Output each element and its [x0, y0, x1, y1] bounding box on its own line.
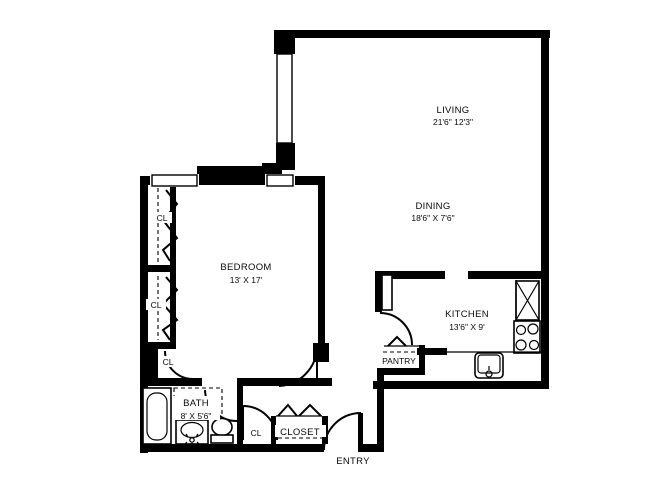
wall-bedroom-right [318, 183, 325, 345]
kitchen-door-arc [379, 312, 413, 346]
kitchen-sink-icon [474, 352, 504, 379]
dining-room-label: DINING 18'6" X 7'6" [404, 199, 462, 223]
wall-living-right [541, 30, 549, 279]
refrigerator-icon [515, 280, 540, 321]
kitchen-label: KITCHEN 13'6" X 9' [435, 307, 499, 332]
cl-label-2: CL [146, 299, 166, 310]
wall-living-top [274, 30, 550, 38]
kitchen-name: KITCHEN [445, 309, 489, 320]
wall-pantry-right [419, 345, 425, 375]
bedroom-window2-icon [266, 174, 294, 187]
kitchen-counter [447, 280, 541, 353]
entry-door-leaf [358, 413, 363, 452]
wall-hall-right [377, 368, 384, 452]
bedroom-label: BEDROOM 13' X 17' [216, 260, 276, 285]
cl-label-4: CL [246, 427, 266, 438]
dining-room-dims: 18'6" X 7'6" [411, 213, 454, 223]
entry-door-arc [323, 412, 362, 451]
wall-bedroom-bottom-right [237, 378, 332, 386]
entry-label: ENTRY [335, 454, 372, 467]
living-window-icon [276, 53, 293, 144]
wall-bottom-left [140, 444, 324, 452]
fixtures [142, 274, 541, 445]
cl-label-3: CL [158, 356, 178, 367]
cl2-rod-zigzag-icon [161, 276, 179, 341]
living-room-dims: 21'6" 12'3" [433, 117, 473, 127]
wall-pantry-bottom [377, 368, 425, 375]
kitchen-dims: 13'6" X 9' [449, 322, 485, 332]
entry-name: ENTRY [336, 456, 370, 467]
living-room-label: LIVING 21'6" 12'3" [424, 103, 482, 127]
wall-bedroom-bottom-left [140, 378, 202, 386]
wall-cl3-block [142, 349, 158, 378]
bath-dims: 8' X 5'6" [181, 411, 212, 421]
cl-label-1: CL [152, 212, 172, 223]
closet-bifold-door-icon-1 [277, 403, 298, 417]
stove-icon [513, 320, 541, 354]
kitchen-tall-cabinet [381, 274, 393, 311]
wall-left-outer [140, 176, 148, 453]
cl4-name: CL [251, 428, 262, 438]
wall-living-left-upper [274, 30, 295, 56]
wall-bedroom-top-thick [197, 166, 267, 185]
bathtub-icon [142, 387, 172, 445]
wall-kitchen-right [541, 271, 549, 389]
dining-room-name: DINING [415, 201, 450, 212]
cl3-door-arc [164, 350, 194, 380]
bedroom-window1-icon [151, 174, 198, 187]
vanity-sink-icon [175, 419, 209, 445]
wall-cl-right [271, 416, 276, 444]
bath-label: BATH 8' X 5'6" [172, 396, 220, 421]
pantry-label: PANTRY [381, 355, 418, 366]
cl3-name: CL [163, 357, 174, 367]
closet-bifold-door-icon-2 [298, 403, 322, 417]
wall-closet-divider-2 [140, 342, 176, 349]
room-labels: LIVING 21'6" 12'3" DINING 18'6" X 7'6" B… [146, 103, 499, 467]
wall-bath-divider [237, 386, 243, 444]
wall-kitchen-top [375, 271, 445, 279]
wall-kitchen-left [375, 271, 382, 312]
wall-counter-stub [417, 348, 447, 355]
wall-dining-bottom [468, 271, 549, 279]
cl1-name: CL [157, 213, 168, 223]
walls [140, 30, 550, 453]
wall-bottom-right-stub [362, 444, 384, 452]
living-room-name: LIVING [437, 105, 470, 116]
wall-kitchen-bottom [373, 381, 549, 389]
pantry-bifold-door-icon [387, 335, 407, 347]
bedroom-dims: 13' X 17' [230, 275, 263, 285]
bath-name: BATH [183, 398, 209, 409]
bedroom-name: BEDROOM [220, 262, 271, 273]
pantry-name: PANTRY [382, 356, 416, 366]
closet-label: CLOSET [275, 425, 326, 438]
windows [150, 53, 295, 187]
cl2-name: CL [151, 300, 162, 310]
toilet-icon [210, 417, 234, 444]
wall-closet-divider-1 [140, 265, 176, 272]
closet-name: CLOSET [280, 427, 320, 438]
wall-closet-partition [170, 185, 176, 342]
cl1-rod-zigzag-icon [161, 189, 179, 262]
